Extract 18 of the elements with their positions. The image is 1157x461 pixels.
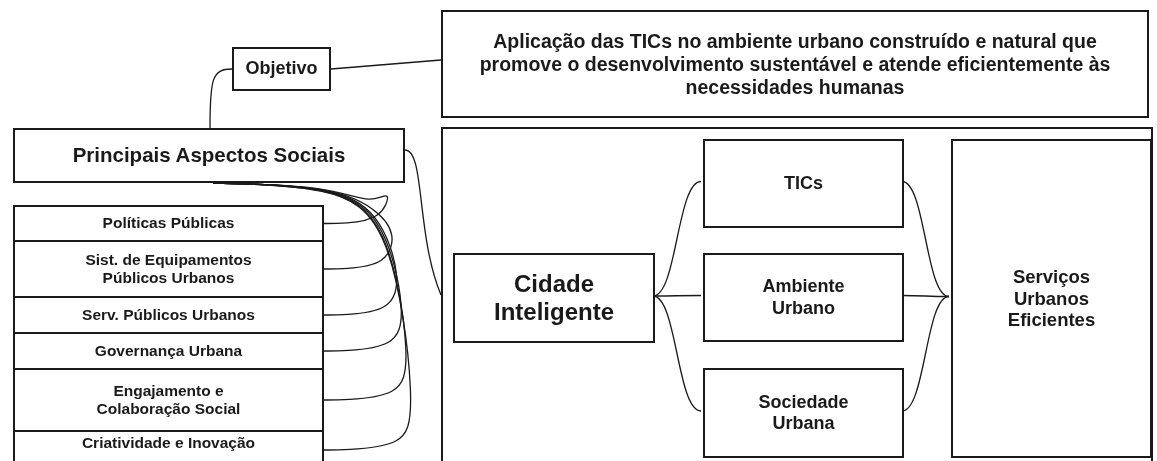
concept-box: Aplicação das TICs no ambiente urbano construído e natural que promove o desenvolvimento sustentável e atende eficientemente às necessidades humanas (441, 10, 1149, 118)
heading-box: Principais Aspectos Sociais (13, 128, 405, 183)
connector-line (330, 59, 442, 70)
heading-box: Objetivo (232, 47, 331, 91)
concept-box: Ambiente Urbano (703, 253, 904, 342)
concept-box: Políticas Públicas (13, 205, 324, 242)
concept-box: Criatividade e Inovação (13, 430, 324, 461)
concept-box: Serv. Públicos Urbanos (13, 296, 324, 334)
concept-box: TICs (703, 139, 904, 228)
concept-box: Engajamento e Colaboração Social (13, 368, 324, 432)
concept-box: Sociedade Urbana (703, 368, 904, 458)
concept-box: Sist. de Equipamentos Públicos Urbanos (13, 240, 324, 298)
connector-line (209, 68, 233, 129)
connector-line (404, 149, 442, 296)
frame-box (441, 127, 1153, 461)
concept-box: Governança Urbana (13, 332, 324, 370)
concept-box: Serviços Urbanos Eficientes (951, 139, 1152, 458)
concept-box: Cidade Inteligente (453, 253, 655, 343)
